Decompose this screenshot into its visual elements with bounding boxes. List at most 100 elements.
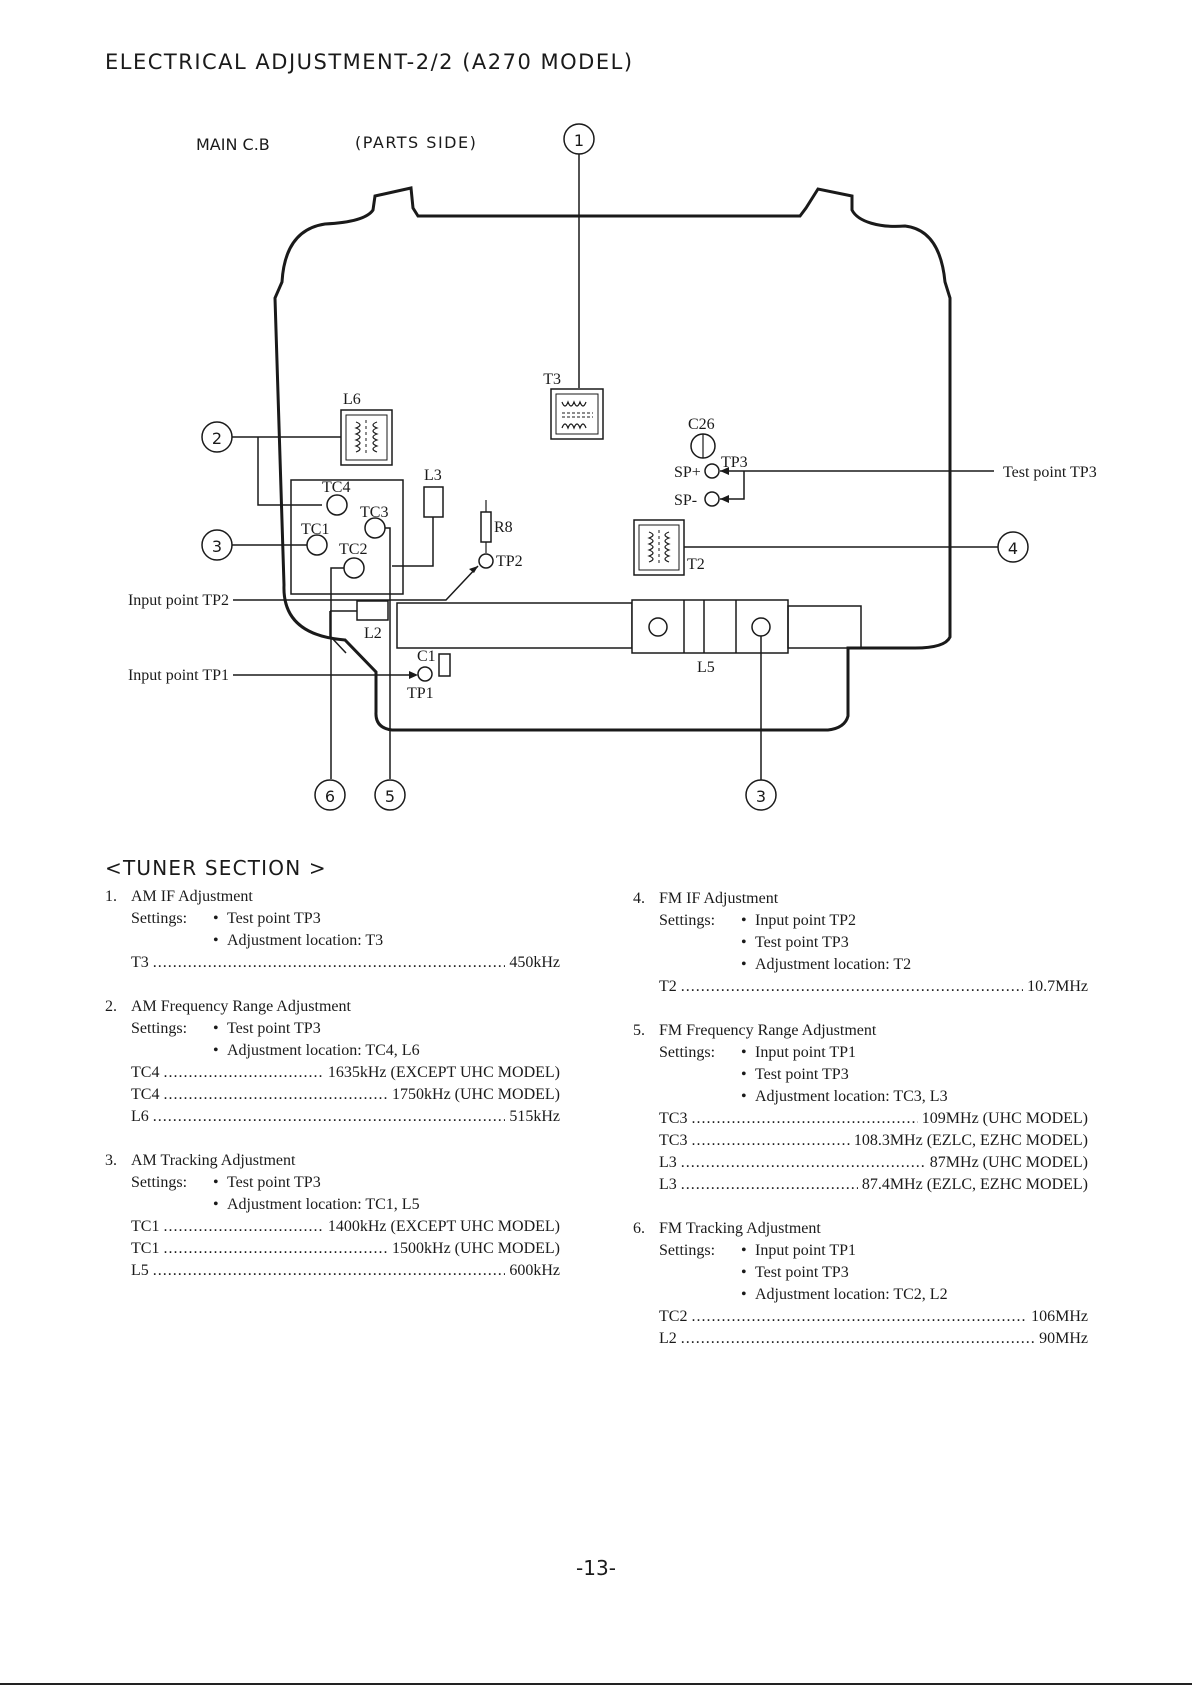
value-frequency: 90MHz — [1039, 1330, 1088, 1347]
dot-leader — [691, 1108, 917, 1130]
settings-label: Settings: — [131, 910, 188, 927]
settings-block: Settings:•Input point TP1•Test point TP3… — [633, 1240, 1088, 1306]
sub-board — [290, 479, 404, 595]
settings-bullet: •Adjustment location: T2 — [741, 954, 911, 976]
adjustment-value-row: TC3109MHz (UHC MODEL) — [633, 1108, 1088, 1130]
settings-bullet-text: Test point TP3 — [227, 910, 321, 927]
dot-leader — [681, 1328, 1035, 1350]
callout-6 — [314, 779, 346, 811]
tp2-point — [478, 553, 494, 569]
tuner-section-title: <TUNER SECTION > — [105, 856, 327, 880]
settings-label: Settings: — [659, 1044, 716, 1061]
value-frequency: 109MHz (UHC MODEL) — [921, 1110, 1088, 1127]
adjustment-number: 6. — [633, 1220, 645, 1237]
settings-list: •Input point TP2•Test point TP3•Adjustme… — [741, 910, 911, 976]
dot-leader — [163, 1216, 323, 1238]
bullet-dot: • — [741, 1088, 747, 1105]
t2-transformer — [633, 519, 685, 576]
value-frequency: 1750kHz (UHC MODEL) — [392, 1086, 560, 1103]
adjustment-value-row: TC41635kHz (EXCEPT UHC MODEL) — [105, 1062, 560, 1084]
tp1-point — [417, 666, 433, 682]
adjustment-value-row: TC11400kHz (EXCEPT UHC MODEL) — [105, 1216, 560, 1238]
dot-leader — [153, 952, 506, 974]
value-part: L2 — [659, 1330, 677, 1347]
dot-leader — [163, 1062, 323, 1084]
adjustment-number: 5. — [633, 1022, 645, 1039]
value-frequency: 10.7MHz — [1027, 978, 1088, 995]
settings-block: Settings:•Input point TP2•Test point TP3… — [633, 910, 1088, 976]
adjustment-title: 1.AM IF Adjustment — [105, 886, 560, 908]
dot-leader — [163, 1084, 388, 1106]
bullet-dot: • — [741, 1242, 747, 1259]
sp-minus-point — [704, 491, 720, 507]
adjustment-title: 3.AM Tracking Adjustment — [105, 1150, 560, 1172]
label-l5: L5 — [697, 659, 715, 676]
bullet-dot: • — [213, 1174, 219, 1191]
adjustment-value-row: T3450kHz — [105, 952, 560, 974]
settings-bullet-text: Adjustment location: TC4, L6 — [227, 1042, 420, 1059]
settings-bullet-text: Adjustment location: TC1, L5 — [227, 1196, 420, 1213]
settings-bullet: •Test point TP3 — [213, 1018, 420, 1040]
adjustment-name: FM Tracking Adjustment — [659, 1220, 821, 1237]
label-tc4: TC4 — [322, 479, 350, 496]
label-l6: L6 — [343, 391, 361, 408]
sp-plus-point — [704, 463, 720, 479]
dot-leader — [153, 1260, 506, 1282]
adjustment-value-row: TC4 1750kHz (UHC MODEL) — [105, 1084, 560, 1106]
page-header: ELECTRICAL ADJUSTMENT-2/2 (A270 MODEL) — [105, 50, 634, 74]
label-tp3: TP3 — [721, 454, 748, 471]
label-l3: L3 — [424, 467, 442, 484]
settings-list: •Test point TP3•Adjustment location: T3 — [213, 908, 383, 952]
settings-bullet-text: Adjustment location: T3 — [227, 932, 384, 949]
settings-bullet: •Test point TP3 — [213, 908, 383, 930]
footer-rule — [0, 1683, 1192, 1685]
bullet-dot: • — [741, 956, 747, 973]
value-part: L3 — [659, 1154, 677, 1171]
value-frequency: 1500kHz (UHC MODEL) — [392, 1240, 560, 1257]
adjustment-value-row: L6515kHz — [105, 1106, 560, 1128]
board-outline — [273, 186, 952, 732]
adjustment-name: AM Frequency Range Adjustment — [131, 998, 351, 1015]
settings-list: •Test point TP3•Adjustment location: TC4… — [213, 1018, 420, 1062]
r8-resistor — [480, 511, 492, 543]
settings-block: Settings:•Input point TP1•Test point TP3… — [633, 1042, 1088, 1108]
settings-bullet: •Test point TP3 — [741, 932, 911, 954]
settings-block: Settings: •Test point TP3•Adjustment loca… — [105, 908, 560, 952]
label-r8: R8 — [494, 519, 513, 536]
diagram-title-sub: (PARTS SIDE) — [355, 133, 477, 152]
label-sp-minus: SP- — [674, 492, 697, 509]
value-part: T3 — [131, 954, 149, 971]
adjustment-title: 6. FM Tracking Adjustment — [633, 1218, 1088, 1240]
l2-coil — [356, 600, 389, 621]
value-frequency: 87MHz (UHC MODEL) — [929, 1154, 1088, 1171]
dot-leader — [681, 1174, 858, 1196]
value-part: TC3 — [659, 1132, 688, 1149]
callout-4 — [997, 531, 1029, 563]
settings-bullet: •Test point TP3 — [213, 1172, 420, 1194]
label-tp2: TP2 — [496, 553, 523, 570]
value-part: TC4 — [131, 1086, 160, 1103]
settings-bullet: •Adjustment location: TC4, L6 — [213, 1040, 420, 1062]
c1-capacitor — [438, 653, 451, 677]
callout-5-number: 5 — [385, 787, 395, 806]
tc4-trimmer — [326, 494, 348, 516]
label-input-point-tp1: Input point TP1 — [128, 667, 229, 684]
label-tc3: TC3 — [360, 504, 388, 521]
adjustment-value-row: TC3108.3MHz (EZLC, EZHC MODEL) — [633, 1130, 1088, 1152]
value-part: TC2 — [659, 1308, 688, 1325]
diagram-title-main: MAIN C.B — [196, 135, 270, 154]
value-frequency: 1635kHz (EXCEPT UHC MODEL) — [327, 1064, 560, 1081]
settings-bullet: •Input point TP2 — [741, 910, 911, 932]
circuit-board-diagram: MAIN C.B (PARTS SIDE) 1 T3 L6 2 TC4 TC3 … — [128, 123, 1097, 811]
bullet-dot: • — [213, 1196, 219, 1213]
tc3-trimmer — [364, 517, 386, 539]
settings-bullet-text: Input point TP1 — [755, 1242, 857, 1259]
bullet-dot: • — [741, 1286, 747, 1303]
adjustment-number: 3. — [105, 1152, 117, 1169]
tc2-trimmer — [343, 557, 365, 579]
label-c26: C26 — [688, 416, 715, 433]
adjustment-title: 4.FM IF Adjustment — [633, 888, 1088, 910]
